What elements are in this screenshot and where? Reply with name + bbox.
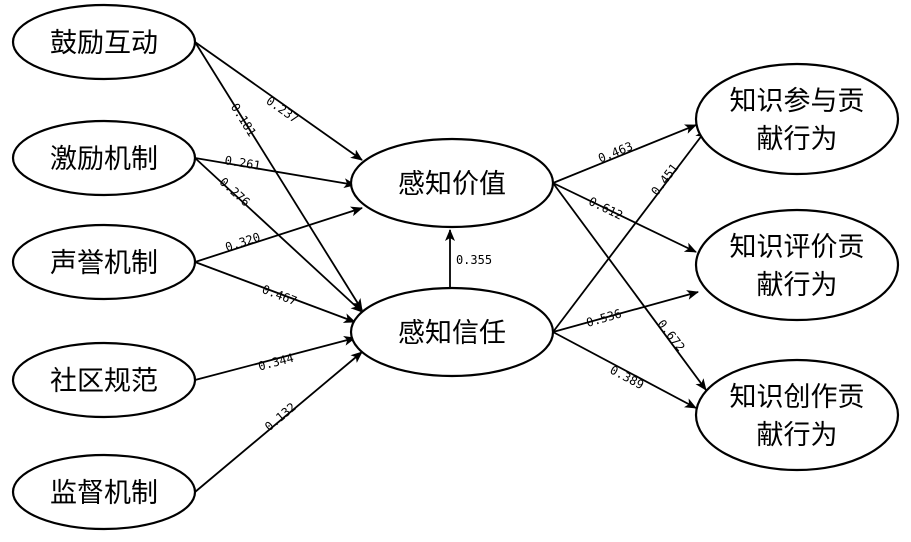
edges bbox=[194, 41, 707, 493]
node-perceived-trust: 感知信任 bbox=[349, 286, 555, 378]
edge-trust-to-evaluation bbox=[552, 290, 699, 333]
coef-trust-to-creation: 0.389 bbox=[608, 363, 646, 392]
node-label-line2: 献行为 bbox=[757, 270, 838, 301]
node-label: 感知价值 bbox=[398, 169, 506, 200]
edge-value-to-participation bbox=[552, 124, 697, 184]
node-label-line1: 知识创作贡 bbox=[730, 382, 865, 413]
node-perceived-value: 感知价值 bbox=[349, 137, 555, 229]
coef-trust-to-evaluation: 0.536 bbox=[585, 306, 624, 329]
node-community-norms: 社区规范 bbox=[11, 341, 197, 419]
edge-reputation-to-trust bbox=[194, 261, 356, 323]
coef-trust-to-value: 0.355 bbox=[456, 253, 492, 267]
coef-encourage-to-trust: 0.181 bbox=[228, 101, 259, 139]
coef-norms-to-trust: 0.344 bbox=[257, 351, 296, 374]
node-knowledge-participation: 知识参与贡 献行为 bbox=[694, 62, 900, 176]
node-knowledge-evaluation: 知识评价贡 献行为 bbox=[694, 208, 900, 322]
edge-value-to-evaluation bbox=[552, 182, 697, 253]
node-label: 监督机制 bbox=[50, 478, 158, 509]
node-label: 社区规范 bbox=[50, 366, 158, 397]
edge-trust-to-creation bbox=[552, 331, 697, 409]
edge-supervision-to-trust bbox=[194, 351, 363, 493]
edge-encourage-to-trust bbox=[194, 41, 363, 311]
node-label: 鼓励互动 bbox=[50, 28, 158, 59]
edge-trust-to-participation bbox=[552, 129, 707, 333]
node-reputation-mechanism: 声誉机制 bbox=[11, 223, 197, 301]
node-label: 激励机制 bbox=[50, 144, 158, 175]
node-label-line2: 献行为 bbox=[757, 124, 838, 155]
edge-norms-to-trust bbox=[194, 335, 356, 381]
node-knowledge-creation: 知识创作贡 献行为 bbox=[694, 358, 900, 472]
node-label-line2: 献行为 bbox=[757, 420, 838, 451]
node-label: 声誉机制 bbox=[50, 248, 158, 279]
node-encourage-interaction: 鼓励互动 bbox=[11, 3, 197, 81]
edge-value-to-creation bbox=[552, 182, 707, 391]
node-incentive-mechanism: 激励机制 bbox=[11, 119, 197, 197]
node-label-line1: 知识参与贡 bbox=[730, 86, 865, 117]
edge-incentive-to-value bbox=[194, 157, 356, 189]
coef-encourage-to-value: 0.237 bbox=[263, 94, 301, 126]
coef-trust-to-participation: 0.451 bbox=[648, 161, 681, 198]
node-label-line1: 知识评价贡 bbox=[730, 232, 865, 263]
coef-value-to-evaluation: 0.612 bbox=[586, 194, 625, 222]
coef-reputation-to-value: 0.320 bbox=[223, 230, 262, 254]
coef-incentive-to-value: 0.261 bbox=[224, 153, 262, 172]
coef-supervision-to-trust: 0.132 bbox=[262, 400, 299, 434]
coef-reputation-to-trust: 0.467 bbox=[260, 282, 299, 308]
node-supervision-mechanism: 监督机制 bbox=[11, 453, 197, 531]
coef-value-to-creation: 0.672 bbox=[655, 317, 688, 354]
node-label: 感知信任 bbox=[398, 318, 506, 349]
coef-incentive-to-trust: 0.276 bbox=[217, 175, 253, 210]
edge-encourage-to-value bbox=[194, 41, 363, 161]
coef-value-to-participation: 0.463 bbox=[596, 139, 635, 166]
edge-reputation-to-value bbox=[194, 206, 363, 263]
